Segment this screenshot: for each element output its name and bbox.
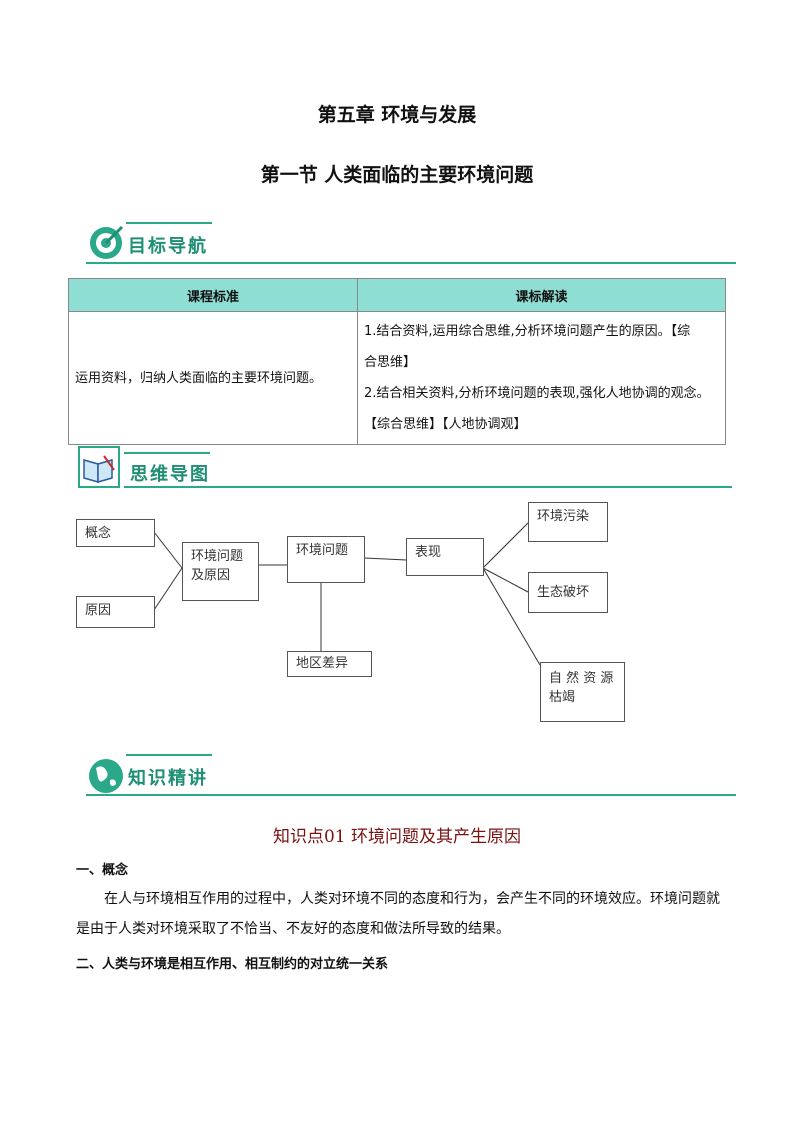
banner-top-line [124,452,210,454]
mindmap-banner-title: 思维导图 [130,464,210,485]
table-header-interpretation: 课标解读 [357,278,726,312]
banner-bottom-line [124,486,732,488]
node-line: 及原因 [191,568,231,583]
mindmap-node-env-problem: 环境问题 [287,536,365,583]
mindmap-node-concept: 概念 [76,519,155,547]
mindmap-node-problem-cause: 环境问题 及原因 [182,542,259,601]
goals-banner: 目标导航 [86,222,746,272]
section-title: 第一节 人类面临的主要环境问题 [260,164,534,186]
node-line: 枯竭 [549,690,576,705]
node-line: 环境问题 [191,549,244,564]
banner-top-line [126,754,212,756]
mindmap-connectors [153,522,541,666]
heading-relationship: 二、人类与环境是相互作用、相互制约的对立统一关系 [76,957,389,972]
mindmap-node-pollution: 环境污染 [528,502,608,542]
knowledge-banner: 知识精讲 [86,754,746,804]
interpretation-line: 2.结合相关资料,分析环境问题的表现,强化人地协调的观念。 [364,386,710,401]
banner-bottom-line [86,262,736,264]
mindmap-node-eco-damage: 生态破坏 [528,572,608,613]
interpretation-line: 【综合思维】【人地协调观】 [364,417,527,432]
mindmap-node-manifestation: 表现 [406,538,484,576]
banner-bottom-line [86,794,736,796]
standards-table: 课程标准 课标解读 运用资料，归纳人类面临的主要环境问题。 1.结合资料,运用综… [68,278,726,445]
banner-frame [78,446,120,488]
node-line: 自 然 资 源 [549,671,614,686]
knowledge-banner-title: 知识精讲 [128,768,208,789]
interpretation-line: 合思维】 [364,355,417,370]
mindmap-node-regional-diff: 地区差异 [287,651,372,677]
paragraph-concept: 在人与环境相互作用的过程中，人类对环境不同的态度和行为，会产生不同的环境效应。环… [76,891,720,937]
table-header-standard: 课程标准 [68,278,358,312]
mindmap-node-resource: 自 然 资 源 枯竭 [540,662,625,722]
globe-icon [89,759,123,793]
book-pen-icon [83,455,115,483]
interpretation-cell: 1.结合资料,运用综合思维,分析环境问题产生的原因。【综 合思维】 2.结合相关… [357,311,726,445]
knowledge-point-title: 知识点01 环境问题及其产生原因 [272,827,522,847]
chapter-title: 第五章 环境与发展 [317,104,477,126]
standard-cell: 运用资料，归纳人类面临的主要环境问题。 [68,311,358,445]
banner-top-line [126,222,212,224]
mindmap-banner: 思维导图 [78,446,738,496]
mindmap-node-cause: 原因 [76,596,155,628]
target-icon [90,225,124,259]
heading-concept: 一、概念 [76,863,129,878]
goals-banner-title: 目标导航 [128,236,208,257]
interpretation-line: 1.结合资料,运用综合思维,分析环境问题产生的原因。【综 [364,324,691,339]
